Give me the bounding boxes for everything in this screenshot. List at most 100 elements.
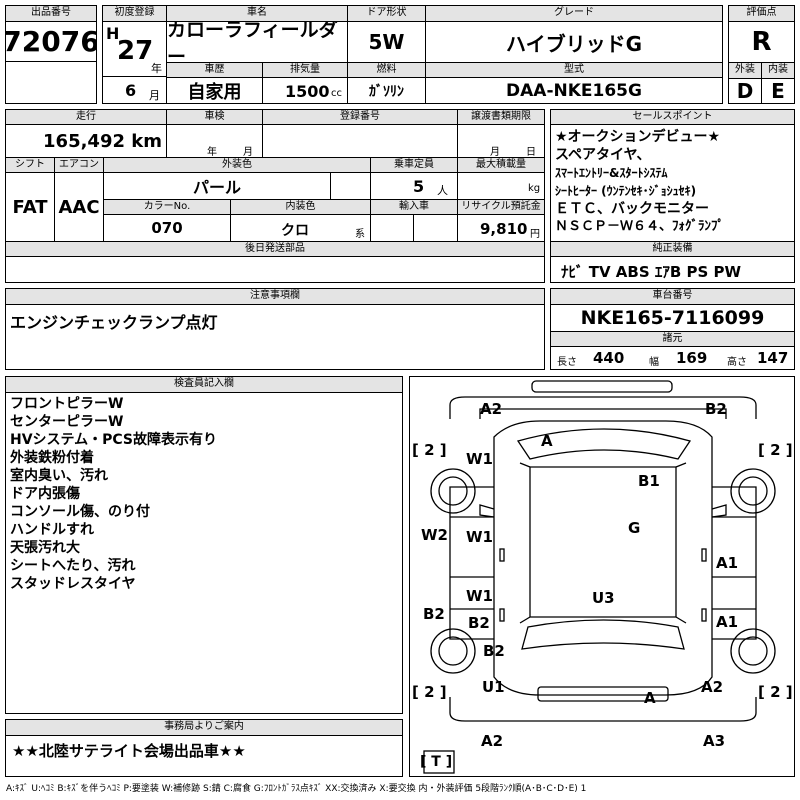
interior-grade: E xyxy=(761,78,795,104)
damage-mark: U3 xyxy=(592,589,615,607)
grade: ハイブリッドG xyxy=(425,21,723,63)
interior-color: クロ xyxy=(281,223,309,239)
later-parts-cell xyxy=(5,256,545,283)
car-name-header: 車名 xyxy=(166,5,348,22)
width-value: 169 xyxy=(676,349,708,367)
max-load-cell: kg xyxy=(457,172,545,200)
inspector-note: フロントピラーW xyxy=(10,396,124,412)
rear-window-shape xyxy=(521,619,685,650)
color-number-header: カラーNo. xyxy=(103,199,231,215)
color-number: 070 xyxy=(103,214,231,242)
tire-rear-right-shape xyxy=(730,628,776,674)
transfer-month-unit: 月 xyxy=(490,147,500,158)
exterior-color-blank xyxy=(330,172,371,200)
month-unit: 月 xyxy=(149,89,160,102)
plate-number-header: 登録番号 xyxy=(262,109,458,125)
exterior-color: パール xyxy=(103,172,331,200)
displacement: 1500 xyxy=(285,82,330,101)
damage-mark: B2 xyxy=(468,614,490,632)
grade-header: グレード xyxy=(425,5,723,22)
damage-mark: A xyxy=(644,689,656,707)
tire-front-right-inner xyxy=(738,476,768,506)
transfer-day-unit: 日 xyxy=(526,147,536,158)
import-cell-b xyxy=(413,214,458,242)
sales-points-header: セールスポイント xyxy=(550,109,795,125)
inspector-notes-box: フロントピラーW センターピラーW HVシステム・PCS故障表示有り 外装鉄粉付… xyxy=(5,392,403,714)
tire-rear-left-inner xyxy=(438,636,468,666)
tire-front-left-shape xyxy=(430,468,476,514)
damage-mark: W1 xyxy=(466,587,493,605)
interior-color-header: 内装色 xyxy=(230,199,371,215)
damage-mark: B1 xyxy=(638,472,660,490)
right-mirror-shape xyxy=(711,504,727,518)
door-type: 5W xyxy=(347,21,426,63)
inspector-notes-header: 検査員記入欄 xyxy=(5,376,403,393)
car-name: カローラフィールダー xyxy=(166,21,348,63)
inspection-year-unit: 年 xyxy=(207,147,217,158)
door-handle-shape xyxy=(499,548,505,562)
interior-header: 内装 xyxy=(761,62,795,79)
specs-header: 諸元 xyxy=(550,331,795,347)
exterior-grade: D xyxy=(728,78,762,104)
rear-bumper-shape xyxy=(537,686,669,702)
notes-text: エンジンチェックランプ点灯 xyxy=(10,313,218,332)
tire-depth-rear-right: [ 2 ] xyxy=(758,683,793,701)
damage-mark: A2 xyxy=(481,732,504,750)
vehicle-history: 自家用 xyxy=(166,77,263,104)
office-info-text: ★★北陸サテライト会場出品車★★ xyxy=(12,742,246,760)
inspector-note: 天張汚れ大 xyxy=(10,540,80,556)
tire-depth-front-left: [ 2 ] xyxy=(412,441,447,459)
recycle-fee: 9,810 xyxy=(480,220,528,238)
transfer-deadline-header: 譲渡書類期限 xyxy=(457,109,545,125)
seats-header: 乗車定員 xyxy=(370,157,458,173)
car-outline xyxy=(423,380,776,774)
inspector-note: ハンドルすれ xyxy=(10,522,94,538)
left-mirror-shape xyxy=(479,504,495,518)
model-code-header: 型式 xyxy=(425,62,723,78)
damage-mark: B2 xyxy=(423,605,445,623)
score-header: 評価点 xyxy=(728,5,795,22)
inspection-month-unit: 月 xyxy=(243,147,253,158)
sales-point-line: ★オークションデビュー★ xyxy=(555,129,721,145)
recycle-fee-cell: 9,810 円 xyxy=(457,214,545,242)
notes-header: 注意事項欄 xyxy=(5,288,545,305)
width-label: 幅 xyxy=(649,357,659,368)
front-bumper-shape xyxy=(531,380,673,393)
rear-edge-shape xyxy=(449,697,757,722)
interior-color-unit: 系 xyxy=(355,229,365,240)
office-info-header: 事務局よりご案内 xyxy=(5,719,403,736)
interior-color-cell: クロ 系 xyxy=(230,214,371,242)
inspector-note: センターピラーW xyxy=(10,414,124,430)
damage-mark: A2 xyxy=(480,400,503,418)
history-header: 車歴 xyxy=(166,62,263,78)
displacement-cell: 1500 cc xyxy=(262,77,348,104)
plate-number-cell xyxy=(262,124,458,158)
body-outline-shape xyxy=(493,420,713,696)
model-code: DAA-NKE165G xyxy=(425,77,723,104)
tire-rear-right-inner xyxy=(738,636,768,666)
ac-type: AAC xyxy=(54,172,104,242)
lot-blank-cell xyxy=(5,61,97,104)
damage-mark: A1 xyxy=(716,613,739,631)
tire-front-right-shape xyxy=(730,468,776,514)
inspection-cell: 年 月 xyxy=(166,124,263,158)
windshield-shape xyxy=(516,428,692,460)
inspector-note: シートへたり、汚れ xyxy=(10,558,136,574)
auction-score: R xyxy=(728,21,795,63)
sales-points-box: ★オークションデビュー★ スペアタイヤ、 ｽﾏｰﾄｴﾝﾄﾘｰ&ｽﾀｰﾄｼｽﾃﾑ … xyxy=(550,124,795,242)
pillar-shape xyxy=(519,462,687,624)
import-cell-a xyxy=(370,214,414,242)
damage-mark: W1 xyxy=(466,528,493,546)
recycle-fee-unit: 円 xyxy=(530,229,540,240)
import-header: 輸入車 xyxy=(370,199,458,215)
inspector-note: 室内臭い、汚れ xyxy=(10,468,108,484)
shift-type: FAT xyxy=(5,172,55,242)
damage-mark: W2 xyxy=(421,526,448,544)
lot-number-header: 出品番号 xyxy=(5,5,97,22)
registration-month: 6 xyxy=(125,81,137,100)
seats: 5 xyxy=(413,177,425,196)
era: H xyxy=(106,24,120,43)
ac-header: エアコン xyxy=(54,157,104,173)
seats-unit: 人 xyxy=(437,184,448,197)
inspector-note: コンソール傷、のり付 xyxy=(10,504,150,520)
